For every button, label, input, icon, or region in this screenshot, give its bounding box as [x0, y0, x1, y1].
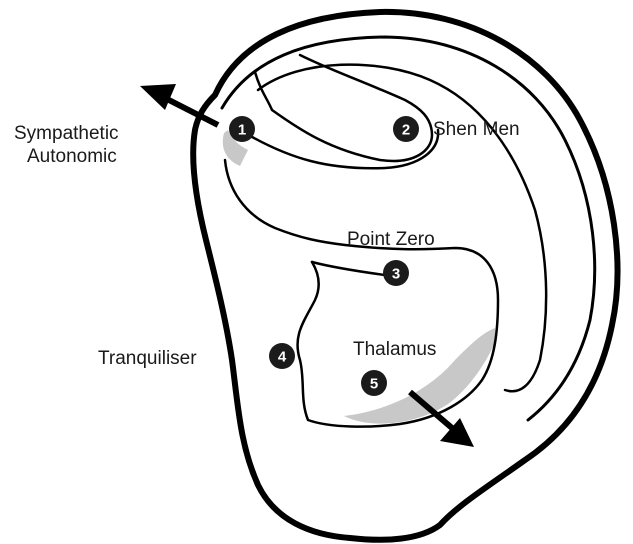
- label-shen-men: Shen Men: [433, 119, 520, 140]
- label-thalamus: Thalamus: [353, 339, 436, 360]
- point-marker-3: 3: [383, 260, 409, 286]
- svg-text:5: 5: [370, 376, 378, 393]
- label-point-zero: Point Zero: [347, 229, 435, 250]
- point-marker-4: 4: [269, 343, 295, 369]
- label-sympathetic: Sympathetic: [14, 123, 119, 144]
- label-autonomic: Autonomic: [27, 146, 117, 167]
- svg-text:3: 3: [392, 266, 400, 283]
- point-marker-5: 5: [361, 370, 387, 396]
- svg-text:4: 4: [278, 349, 287, 366]
- point-marker-2: 2: [393, 116, 419, 142]
- point-marker-1: 1: [229, 116, 255, 142]
- label-tranquiliser: Tranquiliser: [98, 348, 197, 369]
- svg-text:2: 2: [402, 122, 410, 139]
- ear-tragus-line: [312, 262, 392, 276]
- svg-text:1: 1: [238, 122, 246, 139]
